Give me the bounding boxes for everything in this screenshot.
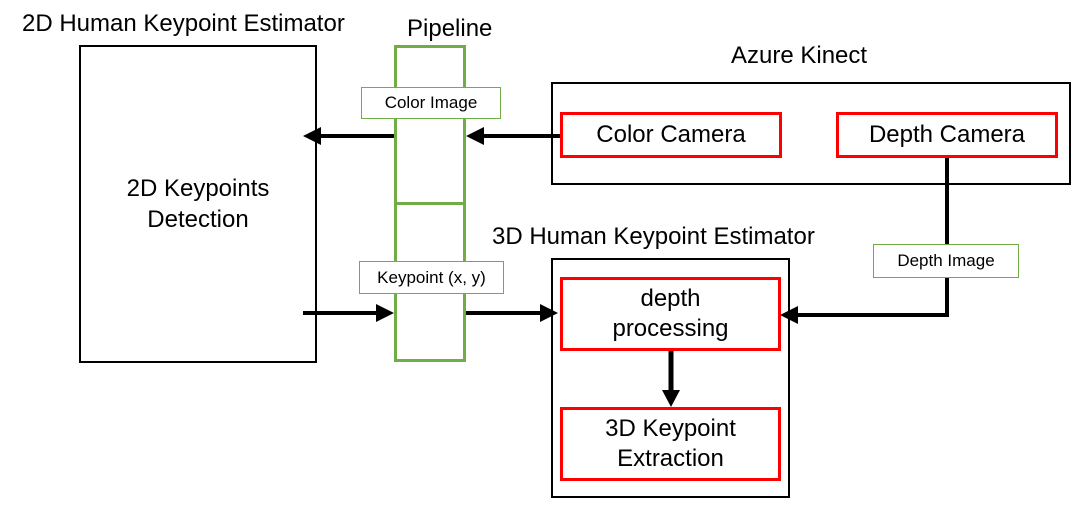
arrowhead-2d-estimator-to-pipeline bbox=[376, 304, 394, 322]
keypoints-detection-line1: 2D Keypoints bbox=[126, 175, 270, 202]
estimator-3d-box bbox=[551, 258, 790, 498]
depth-camera-block: Depth Camera bbox=[836, 112, 1058, 158]
depth-processing-line1: depth bbox=[640, 285, 701, 312]
arrowhead-pipeline-to-2d-estimator bbox=[303, 127, 321, 145]
arrowhead-color-camera-to-pipeline bbox=[466, 127, 484, 145]
keypoint-extraction-line2: Extraction bbox=[617, 445, 724, 472]
keypoint-xy-label: Keypoint (x, y) bbox=[359, 261, 504, 294]
depth-image-label: Depth Image bbox=[873, 244, 1019, 278]
estimator-2d-box: 2D Keypoints Detection bbox=[79, 45, 317, 363]
azure-kinect-title: Azure Kinect bbox=[731, 42, 868, 69]
keypoints-detection-block: 2D Keypoints Detection bbox=[127, 173, 270, 235]
color-camera-block: Color Camera bbox=[560, 112, 782, 158]
arrowhead-depth-processing-to-extraction bbox=[662, 390, 680, 407]
estimator-3d-title: 3D Human Keypoint Estimator bbox=[492, 223, 815, 250]
depth-processing-block: depth processing bbox=[560, 277, 781, 351]
keypoints-detection-line2: Detection bbox=[147, 206, 249, 233]
color-image-label: Color Image bbox=[361, 87, 501, 119]
arrowhead-depth-camera-to-depth-processing bbox=[780, 306, 798, 324]
keypoint-extraction-line1: 3D Keypoint bbox=[605, 415, 736, 442]
arrow-depth-camera-to-depth-processing bbox=[796, 158, 949, 317]
keypoint-extraction-block: 3D Keypoint Extraction bbox=[560, 407, 781, 481]
depth-processing-line2: processing bbox=[612, 315, 729, 342]
arrowhead-pipeline-to-depth-processing bbox=[540, 304, 558, 322]
azure-kinect-box bbox=[551, 82, 1071, 185]
estimator-2d-title: 2D Human Keypoint Estimator bbox=[22, 10, 345, 37]
pipeline-title: Pipeline bbox=[407, 15, 493, 42]
